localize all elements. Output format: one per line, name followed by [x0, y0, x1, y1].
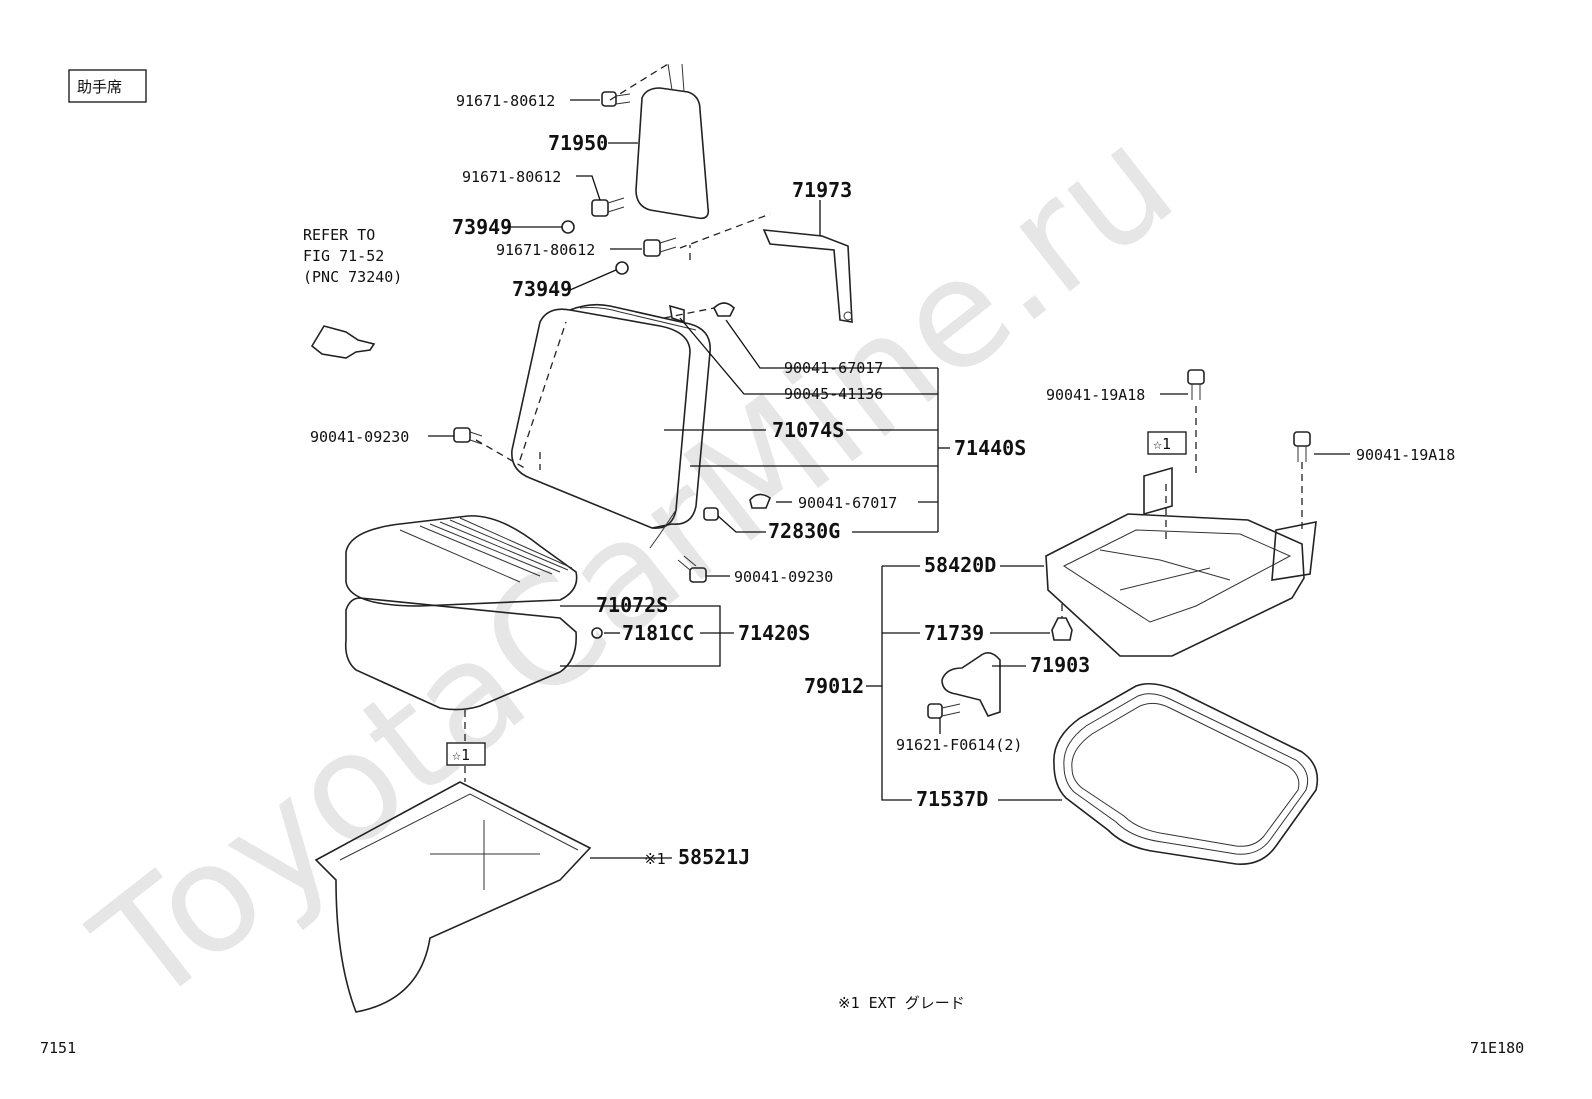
stopper-71739-drawing — [1051, 617, 1073, 641]
part-label-90041-09230-b: 90041-09230 — [734, 568, 833, 586]
seatback-dash — [519, 321, 567, 470]
cap-icon-a — [561, 220, 575, 234]
bracket-71973-drawing — [762, 229, 853, 323]
screw-icon — [927, 703, 961, 719]
part-label-71072s: 71072S — [596, 593, 668, 617]
lever-71903-drawing — [941, 652, 1001, 717]
refer-line3: (PNC 73240) — [303, 268, 402, 286]
seat-frame-58420d-drawing — [1045, 513, 1305, 657]
part-label-71537d: 71537D — [916, 787, 988, 811]
seal-71537d-drawing — [1053, 682, 1319, 865]
part-label-90041-19a18-b: 90041-19A18 — [1356, 446, 1455, 464]
part-label-71950: 71950 — [548, 131, 608, 155]
bolt-icon-d — [453, 427, 483, 445]
star-box-b — [1147, 431, 1187, 455]
part-label-91621-f0614: 91621-F0614(2) — [896, 736, 1022, 754]
figure-code: 71E180 — [1470, 1039, 1524, 1057]
watermark-text: ToyotaCarMine.ru — [64, 94, 1205, 1038]
footnote: ※1 EXT グレード — [838, 994, 965, 1012]
bolt-icon-a — [601, 91, 631, 107]
headrest-to-bracket-dash — [679, 213, 771, 260]
seal-inner-2 — [1071, 702, 1300, 847]
bolt-icon-c — [643, 237, 677, 257]
part-label-71903: 71903 — [1030, 653, 1090, 677]
bracket-hole — [843, 311, 853, 321]
part-label-71973: 71973 — [792, 178, 852, 202]
seat-label-box — [68, 69, 147, 103]
part-label-79012: 79012 — [804, 674, 864, 698]
part-label-91671-80612-c: 91671-80612 — [496, 241, 595, 259]
leader-lines — [428, 99, 1350, 859]
seat-cushion-stitch — [399, 517, 573, 583]
bolt-icon-f — [1187, 369, 1205, 400]
part-label-71739: 71739 — [924, 621, 984, 645]
part-label-90041-19a18-a: 90041-19A18 — [1046, 386, 1145, 404]
page-number: 7151 — [40, 1039, 76, 1057]
frame-bracket-right — [1271, 521, 1317, 581]
part-label-90045-41136: 90045-41136 — [784, 385, 883, 403]
refer-line2: FIG 71-52 — [303, 247, 384, 265]
bolt-icon-b — [591, 197, 625, 217]
bolt-icon-g — [1293, 431, 1311, 462]
part-label-71074s: 71074S — [772, 418, 844, 442]
part-label-71440s: 71440S — [954, 436, 1026, 460]
part-label-58521j-mark: ※1 — [644, 850, 666, 868]
seatback-edge — [579, 307, 697, 549]
part-label-90041-09230-a: 90041-09230 — [310, 428, 409, 446]
seat-cushion-top — [345, 515, 578, 607]
cap-icon-b — [615, 261, 629, 275]
clip-icon-b — [749, 493, 771, 509]
pad-inner — [339, 793, 579, 890]
bolt-icon-e — [677, 555, 707, 583]
part-label-73949-b: 73949 — [512, 277, 572, 301]
part-label-91671-80612-a: 91671-80612 — [456, 92, 555, 110]
cushion-72830g-drawing — [703, 507, 719, 521]
headrest-dash — [609, 63, 669, 101]
headrest-71950-drawing — [635, 87, 710, 220]
seatback-inner — [569, 303, 711, 529]
clip-dash — [663, 307, 715, 319]
part-label-73949-a: 73949 — [452, 215, 512, 239]
hog-ring-icon — [591, 627, 603, 639]
refer-line1: REFER TO — [303, 226, 375, 244]
part-label-58521j: 58521J — [678, 845, 750, 869]
part-label-7181cc: 7181CC — [622, 621, 694, 645]
part-label-91671-80612-b: 91671-80612 — [462, 168, 561, 186]
part-label-90041-67017-b: 90041-67017 — [798, 494, 897, 512]
part-label-90041-67017-a: 90041-67017 — [784, 359, 883, 377]
part-label-58420d: 58420D — [924, 553, 996, 577]
seat-frame-inner — [1062, 529, 1292, 623]
pad-58521j-drawing — [314, 781, 592, 1013]
headrest-rod — [667, 63, 685, 93]
star-box-b-label: ☆1 — [1153, 435, 1171, 453]
seat-cushion-bottom — [344, 597, 577, 711]
frame-bracket-left — [1143, 466, 1173, 516]
star-box-a — [446, 742, 486, 766]
seal-inner-1 — [1063, 693, 1309, 855]
bolt-to-back-dash — [475, 439, 529, 471]
part-label-72830g: 72830G — [768, 519, 840, 543]
clip-icon-a — [713, 302, 735, 317]
part-label-71420s: 71420S — [738, 621, 810, 645]
seat-label: 助手席 — [77, 78, 122, 96]
star-box-a-label: ☆1 — [452, 746, 470, 764]
buckle-drawing — [310, 325, 376, 359]
